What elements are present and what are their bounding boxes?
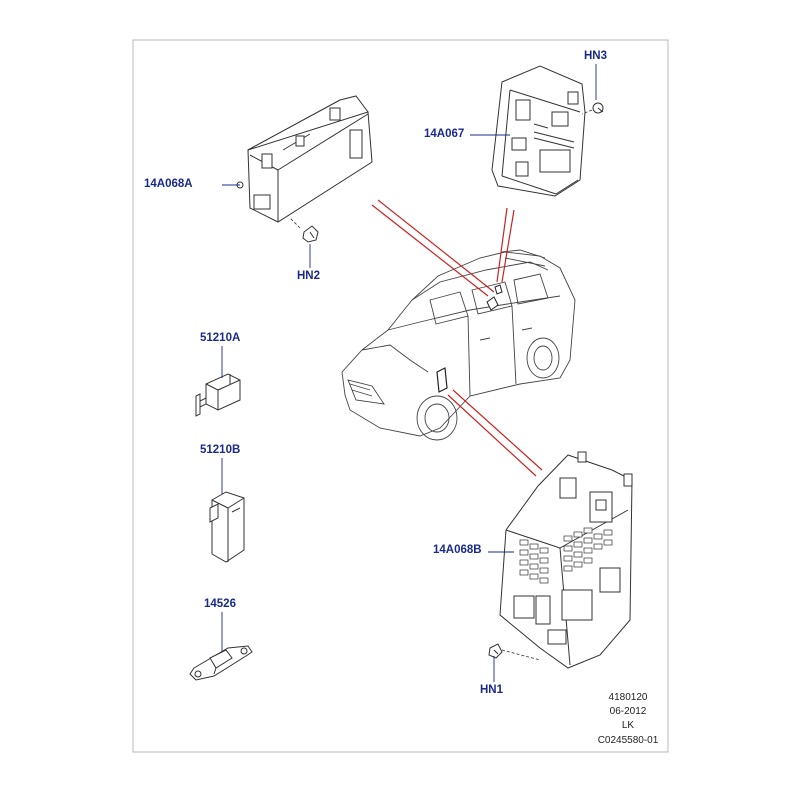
meta-ref: C0245580-01 [597,735,659,746]
fuse-grid-14a068b [519,527,613,584]
callout-51210a: 51210A [200,332,241,344]
callout-14526: 14526 [204,598,236,610]
callout-51210b: 51210B [200,444,241,456]
vehicle-module-marker-upper [486,284,503,311]
dash-line-hn3 [581,109,593,115]
module-14a067 [491,65,586,197]
callout-14a067: 14A067 [424,128,465,140]
fuse-14526 [189,645,253,681]
vehicle-module-marker-lower [436,367,448,393]
callout-hn3: HN3 [584,50,608,62]
dash-line-hn1 [501,649,541,661]
callout-14a068b: 14A068B [433,544,482,556]
dash-line-hn2 [289,217,301,229]
fastener-hn1 [488,643,503,659]
vehicle-outline [341,249,576,441]
callout-hn1: HN1 [480,684,504,696]
fuse-51210a [195,373,241,417]
fastener-hn3 [592,102,604,114]
fastener-hn2 [302,225,319,243]
module-14a068a [236,95,373,223]
leader-lines [221,64,597,682]
meta-author: LK [621,720,635,731]
meta-date: 06-2012 [609,706,647,717]
callout-14a068a: 14A068A [144,178,193,190]
callout-hn2: HN2 [297,270,321,282]
diagram-border [132,39,669,753]
module-14a068b [499,451,633,669]
fuse-51210b [209,491,245,563]
locator-lines [371,199,543,477]
meta-code: 4180120 [608,692,648,703]
